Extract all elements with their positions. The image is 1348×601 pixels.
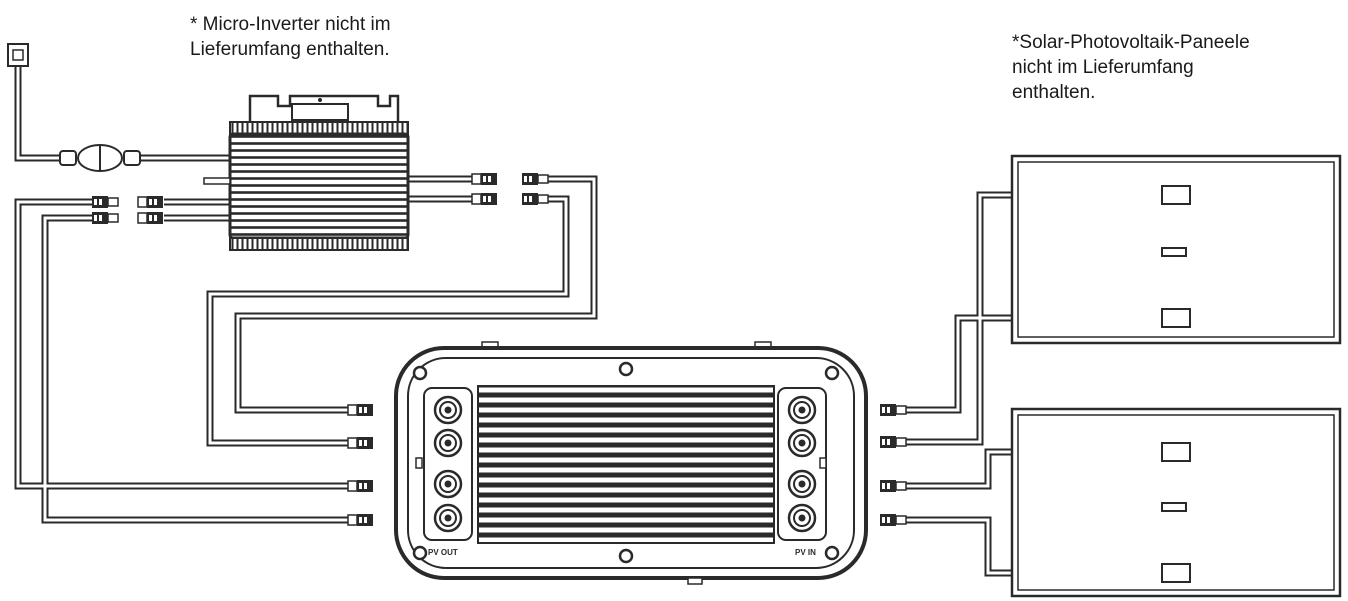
inverter-note-line2: Lieferumfang enthalten. — [190, 39, 390, 60]
pv-out-label: PV OUT — [428, 548, 458, 557]
pv-out-connectors — [347, 403, 374, 527]
inverter-note-line1: * Micro-Inverter nicht im — [190, 14, 391, 35]
panels-note-line2: nicht im Lieferumfang — [1012, 57, 1194, 78]
micro-inverter — [203, 94, 410, 251]
solar-panel-top — [1010, 154, 1342, 345]
pv-in-connectors — [879, 403, 907, 527]
solar-panel-bottom — [1010, 407, 1342, 598]
inverter-note: * Micro-Inverter nicht im Lieferumfang e… — [190, 12, 391, 62]
panels-note: *Solar-Photovoltaik-Paneele nicht im Lie… — [1012, 30, 1250, 105]
storage-unit — [394, 341, 868, 585]
ac-cable-coupler — [59, 144, 141, 172]
panels-note-line1: *Solar-Photovoltaik-Paneele — [1012, 32, 1250, 53]
pv-in-label: PV IN — [795, 548, 816, 557]
panels-note-line3: enthalten. — [1012, 82, 1096, 103]
cable-inner — [16, 62, 1162, 575]
wall-socket-icon — [7, 43, 29, 67]
